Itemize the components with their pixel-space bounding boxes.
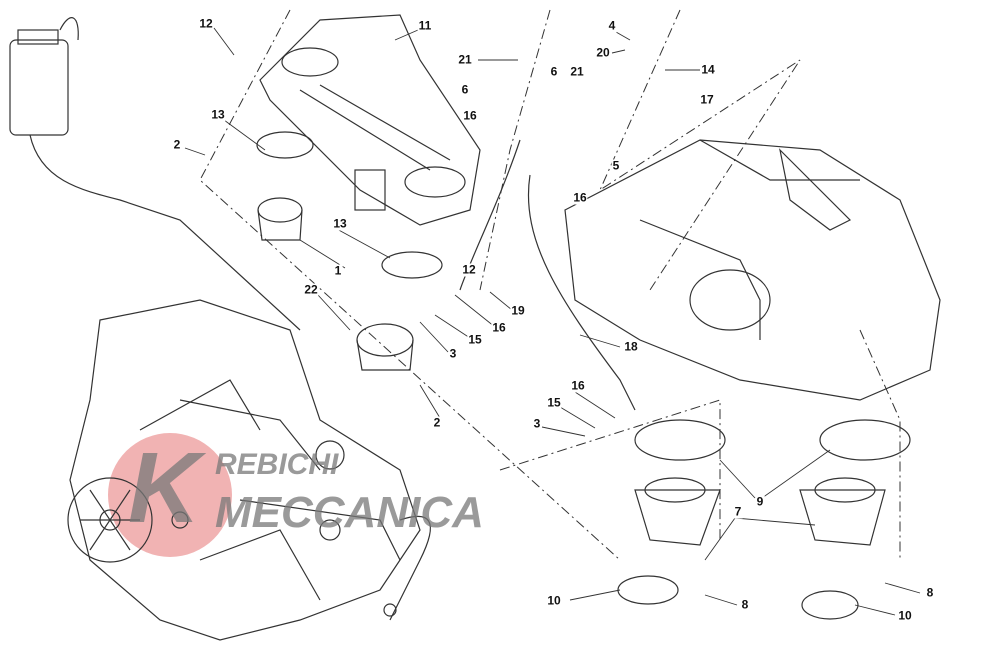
airbox xyxy=(564,139,941,401)
part-label: 16 xyxy=(570,378,586,393)
part-label: 13 xyxy=(210,107,226,122)
leader-lines xyxy=(184,27,921,616)
funnels-and-gaskets xyxy=(617,419,911,620)
engine-block xyxy=(67,299,431,641)
part-label: 6 xyxy=(549,64,559,79)
part-label: 10 xyxy=(546,593,562,608)
part-label: 15 xyxy=(546,395,562,410)
watermark-line1: REBICHI xyxy=(215,448,339,481)
part-label: 17 xyxy=(699,92,715,107)
part-label: 5 xyxy=(611,158,621,173)
part-label: 14 xyxy=(700,62,716,77)
reservoir-tank xyxy=(9,17,301,331)
part-label: 2 xyxy=(432,415,442,430)
part-label: 2 xyxy=(172,137,182,152)
guide-lines xyxy=(199,9,901,561)
part-label: 9 xyxy=(755,494,765,509)
part-label: 16 xyxy=(572,190,588,205)
throttle-body xyxy=(259,14,481,226)
part-label: 11 xyxy=(417,18,433,33)
part-label: 13 xyxy=(332,216,348,231)
part-label: 12 xyxy=(198,16,214,31)
part-label: 8 xyxy=(925,585,935,600)
part-label: 3 xyxy=(532,416,542,431)
part-label: 21 xyxy=(569,64,585,79)
part-label: 4 xyxy=(607,18,617,33)
part-label: 16 xyxy=(462,108,478,123)
part-label: 21 xyxy=(457,52,473,67)
part-label: 18 xyxy=(623,339,639,354)
part-label: 10 xyxy=(897,608,913,623)
part-label: 6 xyxy=(460,82,470,97)
part-label: 22 xyxy=(303,282,319,297)
watermark-circle xyxy=(108,433,232,557)
part-label: 19 xyxy=(510,303,526,318)
part-label: 1 xyxy=(333,263,343,278)
watermark-line2: MECCANICA xyxy=(215,488,484,537)
part-label: 20 xyxy=(595,45,611,60)
watermark-letter: K xyxy=(128,432,201,544)
part-label: 15 xyxy=(467,332,483,347)
intake-clamps xyxy=(256,131,443,371)
part-label: 16 xyxy=(491,320,507,335)
part-label: 12 xyxy=(461,262,477,277)
part-label: 7 xyxy=(733,504,743,519)
hoses xyxy=(459,139,636,411)
part-label: 3 xyxy=(448,346,458,361)
part-label: 8 xyxy=(740,597,750,612)
